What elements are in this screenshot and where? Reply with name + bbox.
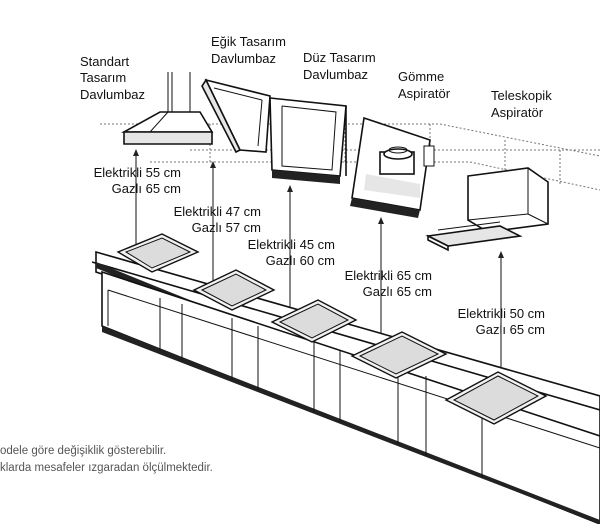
hood-1-name-line3: Davlumbaz bbox=[80, 87, 145, 102]
hood-5-name-line1: Teleskopik bbox=[491, 88, 552, 103]
hood-1-electric-distance: Elektrikli 55 cm bbox=[94, 165, 181, 180]
inclined-hood bbox=[201, 78, 271, 154]
hood-name-labels: Standart Tasarım Davlumbaz Eğik Tasarım … bbox=[80, 34, 552, 120]
hood-2-gas-distance: Gazlı 57 cm bbox=[192, 220, 261, 235]
cabinet-front bbox=[101, 270, 600, 524]
footnote-line-1: odele göre değişiklik gösterebilir. bbox=[0, 445, 166, 457]
hood-5-gas-distance: Gazlı 65 cm bbox=[476, 322, 545, 337]
hood-1-name-line1: Standart bbox=[80, 54, 130, 69]
hood-3-gas-distance: Gazlı 60 cm bbox=[266, 253, 335, 268]
telescopic-hood bbox=[425, 167, 549, 252]
hood-5-name-line2: Aspiratör bbox=[491, 105, 544, 120]
hood-2-name-line1: Eğik Tasarım bbox=[211, 34, 286, 49]
hood-4-gas-distance: Gazlı 65 cm bbox=[363, 284, 432, 299]
burner-3 bbox=[270, 299, 358, 343]
hood-2-electric-distance: Elektrikli 47 cm bbox=[174, 204, 261, 219]
hood-3-name-line2: Davlumbaz bbox=[303, 67, 368, 82]
burner-4 bbox=[350, 331, 448, 379]
burners bbox=[116, 233, 548, 425]
hood-3-name-line1: Düz Tasarım bbox=[303, 50, 376, 65]
hood-4-name-line1: Gömme bbox=[398, 69, 444, 84]
standard-hood bbox=[120, 72, 214, 145]
built-in-hood bbox=[350, 116, 435, 218]
hood-5-electric-distance: Elektrikli 50 cm bbox=[458, 306, 545, 321]
hood-3-electric-distance: Elektrikli 45 cm bbox=[248, 237, 335, 252]
hood-2-name-line2: Davlumbaz bbox=[211, 51, 276, 66]
hood-4-electric-distance: Elektrikli 65 cm bbox=[345, 268, 432, 283]
hood-1-gas-distance: Gazlı 65 cm bbox=[112, 181, 181, 196]
flat-hood bbox=[269, 97, 347, 184]
distance-labels: Elektrikli 55 cm Gazlı 65 cm Elektrikli … bbox=[94, 165, 545, 337]
hood-4-name-line2: Aspiratör bbox=[398, 86, 451, 101]
burner-2 bbox=[192, 269, 276, 311]
burner-5 bbox=[444, 371, 548, 425]
hood-1-name-line2: Tasarım bbox=[80, 70, 126, 85]
burner-1 bbox=[116, 233, 200, 273]
footnote-line-2: klarda mesafeler ızgaradan ölçülmektedir… bbox=[0, 462, 213, 474]
footnotes: odele göre değişiklik gösterebilir. klar… bbox=[0, 445, 213, 474]
